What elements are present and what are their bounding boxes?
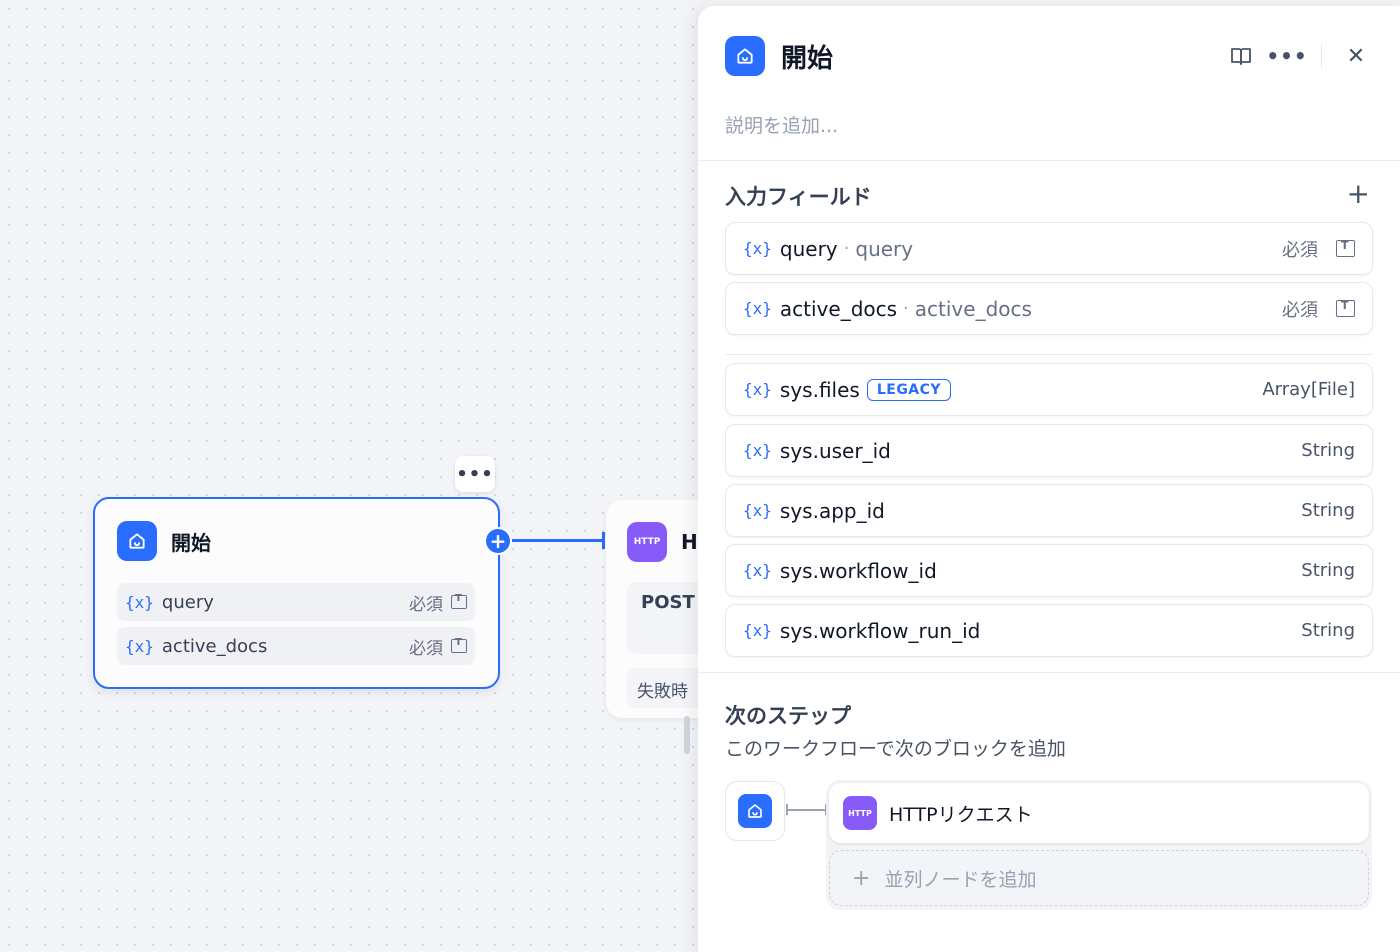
variable-icon: {x} bbox=[743, 561, 772, 580]
plus-icon: + bbox=[852, 865, 871, 891]
home-icon bbox=[725, 36, 765, 76]
next-step-container: HTTP HTTPリクエスト + 並列ノードを追加 bbox=[826, 780, 1372, 910]
description-input[interactable]: 説明を追加... bbox=[725, 115, 839, 137]
variable-name: query bbox=[161, 591, 214, 613]
more-dots-icon: ••• bbox=[1266, 44, 1308, 68]
panel-header: 開始 bbox=[725, 36, 833, 76]
system-variable-name: sys.workflow_run_id bbox=[779, 618, 981, 643]
panel-actions: ••• ✕ bbox=[1225, 40, 1372, 72]
add-node-handle[interactable]: + bbox=[484, 527, 512, 555]
add-parallel-label: 並列ノードを追加 bbox=[884, 868, 1037, 891]
variable-type: String bbox=[1301, 440, 1355, 461]
header-divider bbox=[1321, 44, 1322, 68]
system-variable-name: sys.app_id bbox=[779, 498, 885, 523]
variable-icon: {x} bbox=[743, 299, 772, 318]
separator-dot: · bbox=[903, 298, 909, 319]
field-name: active_docs bbox=[779, 296, 898, 321]
system-variable-row: {x} sys.workflow_run_id String bbox=[725, 604, 1373, 657]
fail-label: 失敗時 bbox=[637, 682, 688, 702]
start-node-variable: {x} query 必須 bbox=[117, 583, 475, 621]
node-more-button[interactable]: ••• bbox=[455, 456, 495, 492]
next-step-title: 次のステップ bbox=[725, 704, 851, 728]
variable-type: String bbox=[1301, 620, 1355, 641]
add-parallel-node-button[interactable]: + 並列ノードを追加 bbox=[829, 850, 1369, 906]
system-variable-row: {x} sys.app_id String bbox=[725, 484, 1373, 537]
variable-type: Array[File] bbox=[1262, 379, 1355, 400]
text-input-type-icon bbox=[1336, 239, 1355, 257]
legacy-badge: LEGACY bbox=[866, 378, 952, 401]
variable-icon: {x} bbox=[743, 239, 772, 258]
edge-connector[interactable] bbox=[510, 539, 605, 542]
input-field-row[interactable]: {x} active_docs · active_docs 必須 bbox=[725, 282, 1373, 335]
system-variable-name: sys.user_id bbox=[779, 438, 891, 463]
home-icon bbox=[738, 794, 772, 828]
variable-type: String bbox=[1301, 500, 1355, 521]
panel-resize-handle[interactable] bbox=[684, 716, 690, 754]
system-variable-name: sys.files bbox=[779, 377, 860, 402]
current-node-indicator bbox=[725, 781, 785, 841]
variable-icon: {x} bbox=[743, 501, 772, 520]
node-settings-panel: 開始 ••• ✕ 説明を追加... 入力フィールド + {x} query · … bbox=[698, 6, 1400, 952]
required-label: 必須 bbox=[1282, 299, 1318, 321]
book-icon bbox=[1231, 48, 1251, 65]
add-field-button[interactable]: + bbox=[1346, 177, 1370, 210]
input-field-row[interactable]: {x} query · query 必須 bbox=[725, 222, 1373, 275]
text-input-type-icon bbox=[451, 637, 467, 653]
next-node-http-request[interactable]: HTTP HTTPリクエスト bbox=[829, 783, 1369, 843]
close-button[interactable]: ✕ bbox=[1340, 40, 1372, 72]
field-name: query bbox=[779, 236, 838, 261]
more-dots-icon: ••• bbox=[456, 463, 494, 485]
system-variable-row: {x} sys.files LEGACY Array[File] bbox=[725, 363, 1373, 416]
http-icon: HTTP bbox=[627, 522, 667, 562]
home-icon bbox=[117, 521, 157, 561]
variable-icon: {x} bbox=[743, 441, 772, 460]
next-step-subtitle: このワークフローで次のブロックを追加 bbox=[725, 738, 1066, 760]
variable-name: active_docs bbox=[161, 635, 268, 657]
docs-button[interactable] bbox=[1225, 40, 1257, 72]
text-input-type-icon bbox=[451, 593, 467, 609]
http-method: POST bbox=[641, 592, 695, 613]
input-fields-title: 入力フィールド bbox=[725, 185, 872, 209]
separator-dot: · bbox=[843, 238, 850, 259]
required-label: 必須 bbox=[409, 638, 443, 659]
system-variable-row: {x} sys.user_id String bbox=[725, 424, 1373, 477]
variable-type: String bbox=[1301, 560, 1355, 581]
start-node[interactable]: 開始 {x} query 必須 {x} active_docs 必須 bbox=[93, 497, 500, 689]
system-variable-name: sys.workflow_id bbox=[779, 558, 937, 583]
start-node-title: 開始 bbox=[171, 530, 211, 555]
required-label: 必須 bbox=[1282, 239, 1318, 261]
required-label: 必須 bbox=[409, 594, 443, 615]
section-divider bbox=[698, 160, 1400, 161]
system-variable-row: {x} sys.workflow_id String bbox=[725, 544, 1373, 597]
http-icon: HTTP bbox=[843, 796, 877, 830]
section-divider bbox=[698, 672, 1400, 673]
next-node-label: HTTPリクエスト bbox=[889, 803, 1033, 826]
connector-tick bbox=[825, 804, 827, 815]
text-input-type-icon bbox=[1336, 299, 1355, 317]
field-label: active_docs bbox=[914, 296, 1032, 321]
more-button[interactable]: ••• bbox=[1266, 40, 1306, 72]
next-step-connector bbox=[787, 809, 827, 811]
close-icon: ✕ bbox=[1346, 43, 1366, 69]
panel-title[interactable]: 開始 bbox=[781, 43, 834, 74]
start-node-variable: {x} active_docs 必須 bbox=[117, 627, 475, 665]
http-node-title: H bbox=[681, 530, 698, 554]
variable-icon: {x} bbox=[743, 621, 772, 640]
variable-icon: {x} bbox=[743, 380, 772, 399]
start-node-header: 開始 bbox=[117, 521, 211, 561]
variable-icon: {x} bbox=[125, 592, 154, 612]
variable-icon: {x} bbox=[125, 636, 154, 656]
system-vars-divider bbox=[725, 354, 1373, 355]
edge-target-handle[interactable] bbox=[602, 532, 605, 549]
field-label: query bbox=[855, 236, 914, 261]
plus-icon: + bbox=[489, 529, 507, 553]
connector-tick bbox=[786, 804, 788, 815]
